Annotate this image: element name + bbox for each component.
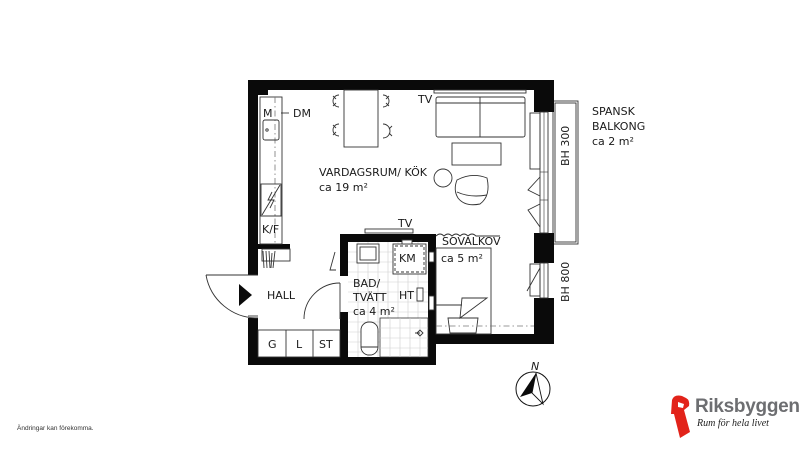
brand-tagline: Rum för hela livet (697, 418, 769, 429)
riksbyggen-logo-icon (671, 395, 690, 438)
coffee-table (451, 142, 502, 166)
bathroom-door (303, 282, 341, 320)
closet-g-label: G (268, 338, 277, 351)
entrance-door (205, 274, 259, 319)
room-area-balcony: ca 2 m² (592, 135, 634, 148)
room-area-sovalkov: ca 5 m² (441, 252, 483, 265)
fridge-freezer-label: K/F (262, 223, 279, 236)
armchair (454, 175, 489, 206)
window-lower (526, 262, 549, 299)
room-name-bath: BAD/ (353, 277, 381, 290)
brand-logo: Riksbyggen Rum för hela livet (668, 392, 800, 440)
compass-icon (515, 371, 551, 407)
dishwasher-label: DM (293, 107, 311, 120)
tv-bath-wall-label: TV (397, 217, 413, 230)
closet-l-label: L (296, 338, 303, 351)
brand-name: Riksbyggen (695, 396, 800, 417)
drying-cabinet (416, 287, 424, 302)
compass-north-label: N (531, 360, 539, 373)
closet-st-label: ST (319, 338, 333, 351)
microwave-label: M (263, 107, 273, 120)
room-name-balcony-1: SPANSK (592, 105, 636, 118)
curtain (435, 233, 500, 237)
bed (435, 247, 534, 335)
room-area-living-kitchen: ca 19 m² (319, 181, 368, 194)
drying-cabinet-label: HT (399, 289, 414, 302)
entrance-arrow-icon (239, 284, 252, 306)
disclaimer-text: Ändringar kan förekomma. (17, 425, 94, 432)
window-upper (527, 111, 549, 234)
toilet (360, 321, 379, 356)
room-name-laundry: TVÄTT (352, 291, 387, 304)
room-area-bath: ca 4 m² (353, 305, 395, 318)
shower-drain-icon (415, 329, 424, 337)
dining-table (332, 89, 393, 148)
washing-machine-label: KM (399, 252, 416, 265)
bath-sink (356, 243, 380, 264)
room-name-living-kitchen: VARDAGSRUM/ KÖK (319, 166, 428, 179)
tv-wall-mount (364, 228, 414, 234)
window-label-lower: BH 800 (559, 262, 572, 302)
side-table (433, 168, 453, 188)
balcony-outline (552, 100, 579, 245)
window-label-upper: BH 300 (559, 126, 572, 166)
tv-living-label: TV (417, 93, 433, 106)
sofa (433, 89, 527, 138)
closets (257, 329, 341, 358)
shower-area (379, 317, 429, 358)
room-name-sovalkov: SOVALKOV (442, 235, 501, 248)
bath-door-stop (329, 251, 336, 271)
coat-rack (261, 248, 291, 269)
kitchen-counter (259, 96, 283, 245)
room-name-hall: HALL (267, 289, 296, 302)
room-name-balcony-2: BALKONG (592, 120, 645, 133)
